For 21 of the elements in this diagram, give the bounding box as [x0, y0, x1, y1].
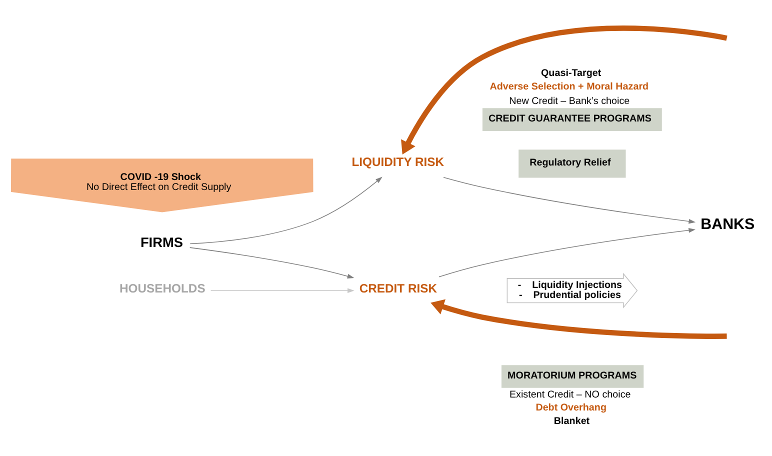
node-text: FIRMS	[140, 234, 183, 250]
node-text: LIQUIDITY RISK	[352, 154, 444, 168]
arrow	[443, 176, 696, 224]
arrow	[210, 288, 354, 292]
node-text: CREDIT RISK	[359, 281, 437, 296]
arrow	[190, 176, 382, 244]
node-label: New Credit – Bank’s choice	[509, 95, 630, 106]
node-label: Existent Credit – NO choice	[509, 388, 631, 400]
node-box: MORATORIUM PROGRAMS	[501, 364, 644, 388]
arrow	[438, 227, 696, 277]
node-box: Regulatory Relief	[518, 149, 626, 178]
node-label: Debt Overhang	[536, 402, 606, 413]
node-label: Quasi-Target	[541, 67, 602, 78]
arrow	[190, 246, 354, 278]
node-text: HOUSEHOLDS	[120, 281, 206, 296]
arrow	[430, 298, 727, 338]
node-label: Adverse Selection + Moral Hazard	[490, 80, 649, 92]
node-box: CREDIT GUARANTEE PROGRAMS	[482, 108, 662, 130]
node-label: Blanket	[554, 415, 590, 426]
arrow	[401, 25, 728, 154]
node-text: BANKS	[700, 216, 755, 233]
